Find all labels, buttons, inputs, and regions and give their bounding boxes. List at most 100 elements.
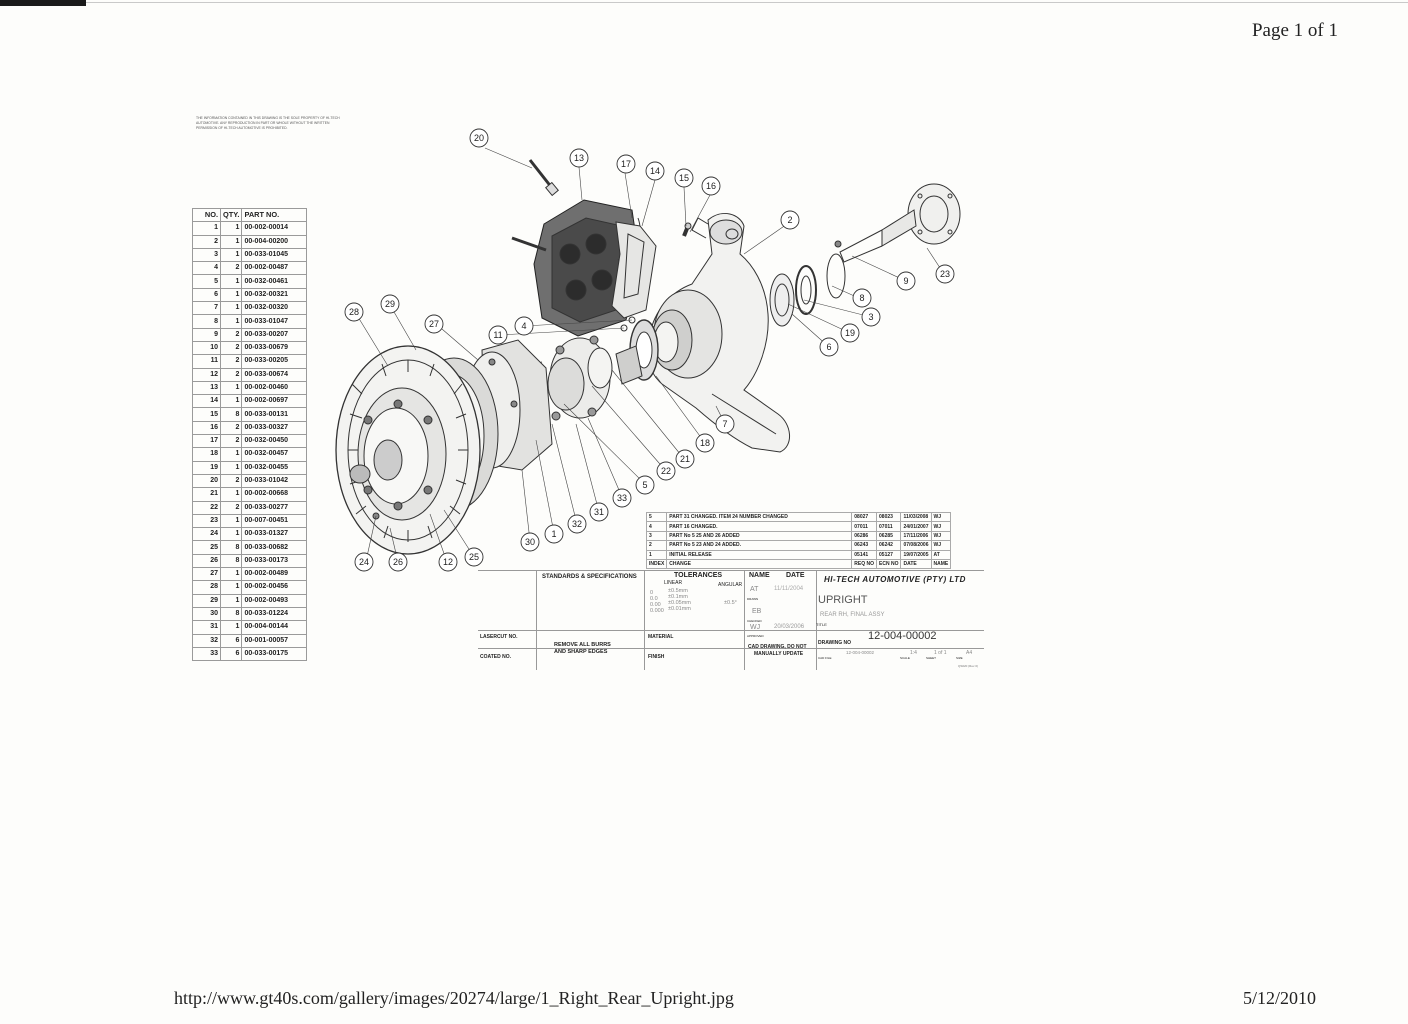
rev-header-req-no: REQ NO	[851, 558, 878, 570]
leader-lines	[354, 147, 945, 563]
date-header: DATE	[786, 572, 805, 579]
rev-name: WJ	[930, 530, 952, 542]
exploded-parts	[335, 159, 961, 555]
rev-date: 17/11/2006	[900, 530, 932, 542]
caliper-bracket	[611, 221, 657, 319]
bom-quantity: 1	[219, 274, 243, 289]
callout-33: 33	[612, 488, 632, 508]
angular-value: ±0.5°	[724, 600, 737, 606]
rev-change: PART No 5 25 AND 26 ADDED	[666, 530, 853, 542]
rev-header-change: CHANGE	[666, 558, 853, 570]
rev-index: 4	[645, 521, 668, 532]
rev-index: 2	[645, 540, 668, 551]
cad-note-1: CAD DRAWING, DO NOT	[748, 644, 807, 650]
circlip	[826, 253, 846, 299]
page-label: Page 1 of 1	[1251, 20, 1338, 41]
callout-13: 13	[569, 148, 589, 168]
callout-8: 8	[852, 288, 872, 308]
callout-4: 4	[514, 316, 534, 336]
sheet-label: SHEET	[926, 656, 937, 660]
svg-text:5: 5	[642, 480, 647, 490]
finish-label: FINISH	[648, 654, 665, 660]
callout-24: 24	[354, 552, 374, 572]
drawing-number: 12-004-00002	[868, 630, 937, 642]
svg-text:9: 9	[903, 276, 908, 286]
exploded-view-drawing: 20 13 17 14 15 16 2 23 9 8 3 19 6 4 11 2…	[335, 128, 961, 572]
source-url: http://www.gt40s.com/gallery/images/2027…	[174, 988, 734, 1008]
coated-label: COATED NO.	[480, 654, 512, 660]
svg-text:32: 32	[572, 519, 582, 529]
callout-5: 5	[635, 475, 655, 495]
bom-quantity: 1	[219, 247, 243, 263]
callout-11: 11	[488, 325, 508, 345]
callout-1: 1	[544, 524, 564, 544]
svg-text:6: 6	[826, 342, 831, 352]
bom-quantity: 1	[219, 380, 243, 396]
bom-quantity: 6	[219, 646, 243, 662]
svg-text:14: 14	[650, 166, 660, 176]
bom-quantity: 1	[219, 447, 243, 462]
svg-text:12: 12	[443, 557, 453, 567]
rev-header-name: NAME	[930, 558, 952, 570]
rev-ecn-no: 07011	[876, 521, 902, 532]
svg-text:31: 31	[594, 507, 604, 517]
scale-label: SCALE	[900, 656, 910, 660]
scale-value: 1:4	[910, 650, 917, 656]
rev-header-date: DATE	[900, 558, 932, 570]
rev-index: 5	[645, 511, 668, 523]
svg-text:30: 30	[525, 537, 535, 547]
svg-text:20: 20	[474, 133, 484, 143]
callout-20: 20	[469, 128, 489, 148]
rev-ecn-no: 08023	[876, 511, 902, 523]
print-date: 5/12/2010	[1242, 988, 1316, 1008]
drawing-sheet: THE INFORMATION CONTAINED IN THIS DRAWIN…	[192, 114, 984, 670]
rev-req-no: 08027	[851, 511, 878, 523]
callout-30: 30	[520, 532, 540, 552]
pin-bolt	[528, 159, 554, 189]
rev-index: 1	[645, 549, 668, 560]
bom-quantity: 1	[219, 567, 243, 582]
callout-15: 15	[674, 168, 694, 188]
callout-21: 21	[675, 449, 695, 469]
material-label: MATERIAL	[648, 634, 674, 640]
lasercut-label: LASERCUT NO.	[480, 634, 518, 640]
tolerances-label: TOLERANCES	[674, 572, 723, 579]
size-label: SIZE	[956, 656, 963, 660]
bom-part-number: 00-033-01047	[241, 314, 308, 329]
nut-ring	[795, 265, 817, 315]
svg-text:21: 21	[680, 454, 690, 464]
svg-text:2: 2	[787, 215, 792, 225]
bom-part-number: 00-033-00175	[241, 646, 308, 662]
svg-text:7: 7	[722, 419, 727, 429]
svg-text:15: 15	[679, 173, 689, 183]
sheet-value: 1 of 1	[934, 650, 947, 656]
svg-text:17: 17	[621, 159, 631, 169]
bom-quantity: 1	[219, 221, 243, 236]
callout-2: 2	[780, 210, 800, 230]
bearing-ring	[769, 273, 795, 327]
svg-text:11: 11	[493, 330, 502, 340]
tolerance-values: ±0.5mm±0.1mm±0.05mm±0.01mm	[668, 588, 691, 612]
svg-text:23: 23	[940, 269, 950, 279]
rev-date: 07/08/2006	[900, 540, 932, 551]
approved-date: 20/03/2006	[774, 624, 805, 630]
svg-text:8: 8	[859, 293, 864, 303]
cad-file: 12-004-00002	[846, 650, 875, 655]
rev-index: 3	[645, 530, 668, 542]
callout-29: 29	[380, 294, 400, 314]
callout-12: 12	[438, 552, 458, 572]
svg-text:3: 3	[868, 312, 873, 322]
